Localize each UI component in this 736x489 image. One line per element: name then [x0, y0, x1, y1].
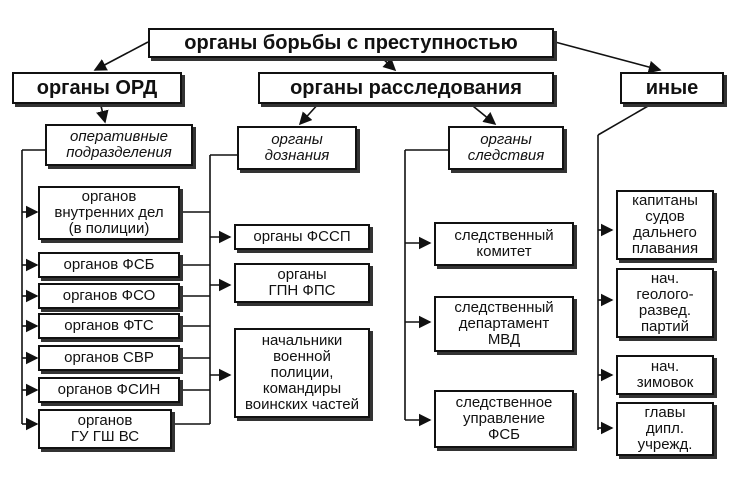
ord-subtitle-label: оперативные подразделения — [66, 128, 172, 161]
ord-item-4: органов ФТС — [38, 313, 180, 339]
root-label: органы борьбы с преступностью — [184, 32, 518, 54]
ord-item-6: органов ФСИН — [38, 377, 180, 403]
ord-item-label: органов внутренних дел (в полиции) — [54, 188, 164, 237]
investigators-item-label: следственный департамент МВД — [454, 299, 554, 348]
ord-item-label: органов ФСБ — [63, 256, 155, 273]
category-investigation-label: органы расследования — [290, 77, 522, 99]
root-node: органы борьбы с преступностью — [148, 28, 554, 58]
ord-item-label: органов ГУ ГШ ВС — [70, 412, 140, 445]
inquiry-item-3: начальники военной полиции, командиры во… — [234, 328, 370, 418]
ord-item-5: органов СВР — [38, 345, 180, 371]
inquiry-item-label: органы ФССП — [253, 228, 351, 245]
other-item-label: капитаны судов дальнего плавания — [631, 192, 699, 257]
ord-item-2: органов ФСБ — [38, 252, 180, 278]
other-item-4: главы дипл. учрежд. — [616, 402, 714, 456]
category-other: иные — [620, 72, 724, 104]
ord-item-label: органов ФСИН — [57, 381, 161, 398]
inquiry-item-1: органы ФССП — [234, 224, 370, 250]
ord-item-3: органов ФСО — [38, 283, 180, 309]
other-item-3: нач. зимовок — [616, 355, 714, 395]
other-item-label: главы дипл. учрежд. — [637, 404, 693, 453]
ord-subtitle: оперативные подразделения — [45, 124, 193, 166]
investigators-item-1: следственный комитет — [434, 222, 574, 266]
category-other-label: иные — [645, 77, 699, 99]
inquiry-subtitle: органы дознания — [237, 126, 357, 170]
inquiry-item-2: органы ГПН ФПС — [234, 263, 370, 303]
inquiry-item-label: органы ГПН ФПС — [268, 266, 336, 299]
other-item-label: нач. геолого- развед. партий — [636, 270, 694, 335]
investigators-subtitle-label: органы следствия — [467, 131, 545, 164]
investigators-item-label: следственное управление ФСБ — [455, 394, 553, 443]
category-ord: органы ОРД — [12, 72, 182, 104]
category-ord-label: органы ОРД — [36, 77, 158, 99]
ord-item-1: органов внутренних дел (в полиции) — [38, 186, 180, 240]
ord-item-label: органов ФТС — [64, 317, 154, 334]
investigators-item-label: следственный комитет — [454, 227, 554, 260]
inquiry-subtitle-label: органы дознания — [264, 131, 330, 164]
investigators-item-3: следственное управление ФСБ — [434, 390, 574, 448]
investigators-subtitle: органы следствия — [448, 126, 564, 170]
other-item-2: нач. геолого- развед. партий — [616, 268, 714, 338]
category-investigation: органы расследования — [258, 72, 554, 104]
other-item-1: капитаны судов дальнего плавания — [616, 190, 714, 260]
ord-item-label: органов ФСО — [62, 287, 156, 304]
inquiry-item-label: начальники военной полиции, командиры во… — [245, 332, 359, 413]
ord-item-7: органов ГУ ГШ ВС — [38, 409, 172, 449]
other-item-label: нач. зимовок — [636, 358, 694, 391]
ord-item-label: органов СВР — [64, 349, 154, 366]
investigators-item-2: следственный департамент МВД — [434, 296, 574, 352]
